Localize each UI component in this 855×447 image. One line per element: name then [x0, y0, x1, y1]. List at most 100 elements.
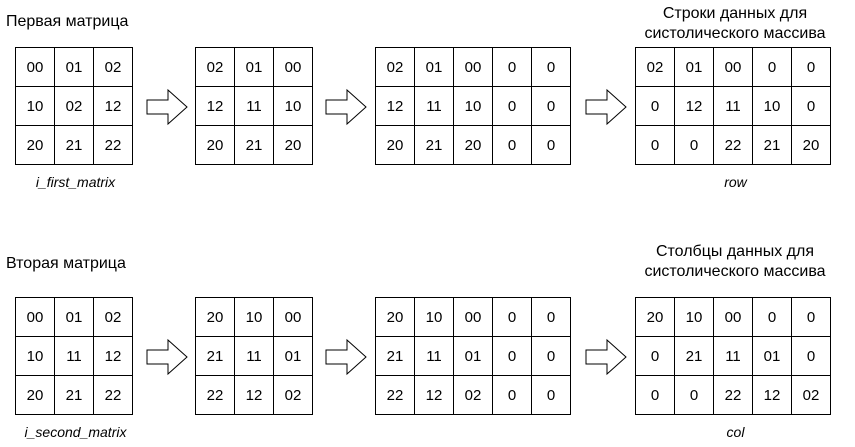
matrix-cell: 00 [273, 297, 313, 337]
matrix-cell: 01 [414, 47, 454, 87]
matrix-cell: 0 [791, 47, 831, 87]
second-matrix-caption: i_second_matrix [24, 424, 127, 440]
matrix-cell: 12 [752, 375, 792, 415]
matrix-cell: 11 [234, 336, 274, 376]
matrix-cell: 20 [15, 125, 55, 165]
matrix-cell: 21 [414, 125, 454, 165]
matrix-cell: 02 [635, 47, 675, 87]
matrix-cell: 00 [713, 297, 753, 337]
matrix-cell: 0 [674, 125, 714, 165]
row-result-title-line1: Строки данных для [662, 5, 808, 22]
col-result-caption: col [726, 424, 745, 440]
matrix-cell: 10 [414, 297, 454, 337]
matrix-cell: 02 [791, 375, 831, 415]
matrix-cell: 21 [234, 125, 274, 165]
matrix-cell: 0 [674, 375, 714, 415]
matrix-cell: 22 [195, 375, 235, 415]
matrix-cell: 0 [635, 336, 675, 376]
matrix-cell: 21 [54, 125, 94, 165]
matrix-cell: 22 [375, 375, 415, 415]
matrix-cell: 0 [492, 47, 532, 87]
first-matrix-caption: i_first_matrix [35, 174, 116, 190]
matrix-cell: 02 [54, 86, 94, 126]
matrix-cell: 01 [273, 336, 313, 376]
matrix-cell: 0 [492, 375, 532, 415]
matrix-cell: 12 [93, 336, 133, 376]
col-result-title-line2: систолического массива [644, 263, 826, 280]
matrix-cell: 10 [453, 86, 493, 126]
matrix-cell: 20 [15, 375, 55, 415]
matrix-cell: 0 [752, 47, 792, 87]
matrix-cell: 0 [791, 297, 831, 337]
arrow-icon [325, 88, 367, 126]
matrix-cell: 0 [791, 336, 831, 376]
matrix-cell: 20 [791, 125, 831, 165]
matrix-cell: 20 [375, 297, 415, 337]
matrix-cell: 02 [453, 375, 493, 415]
matrix-cell: 21 [54, 375, 94, 415]
matrix-cell: 0 [791, 86, 831, 126]
matrix-cell: 11 [234, 86, 274, 126]
matrix-cell: 01 [54, 47, 94, 87]
matrix-cell: 01 [752, 336, 792, 376]
matrix-cell: 0 [492, 125, 532, 165]
matrix-cell: 22 [713, 375, 753, 415]
matrix-cell: 0 [531, 47, 571, 87]
matrix-cell: 0 [531, 297, 571, 337]
matrix-cell: 00 [15, 47, 55, 87]
matrix-cell: 12 [674, 86, 714, 126]
col-result-title: Столбцы данных для систолического массив… [595, 242, 855, 282]
matrix-cell: 0 [752, 297, 792, 337]
arrow-icon [585, 88, 627, 126]
row-result-title-line2: систолического массива [644, 25, 826, 42]
matrix-cell: 0 [635, 86, 675, 126]
matrix-cell: 01 [234, 47, 274, 87]
matrix-cell: 11 [414, 336, 454, 376]
matrix-cell: 01 [453, 336, 493, 376]
matrix-cell: 00 [15, 297, 55, 337]
matrix-cell: 0 [531, 125, 571, 165]
matrix-cell: 11 [713, 336, 753, 376]
matrix-cell: 02 [195, 47, 235, 87]
matrix-cell: 20 [195, 297, 235, 337]
matrix-cell: 20 [273, 125, 313, 165]
matrix-cell: 00 [453, 297, 493, 337]
matrix-cell: 10 [15, 336, 55, 376]
matrix-cell: 10 [674, 297, 714, 337]
arrow-icon [146, 88, 188, 126]
matrix-cell: 01 [54, 297, 94, 337]
matrix-cell: 0 [492, 86, 532, 126]
matrix-cell: 21 [674, 336, 714, 376]
arrow-icon [325, 338, 367, 376]
matrix-cell: 10 [15, 86, 55, 126]
matrix-cell: 12 [414, 375, 454, 415]
